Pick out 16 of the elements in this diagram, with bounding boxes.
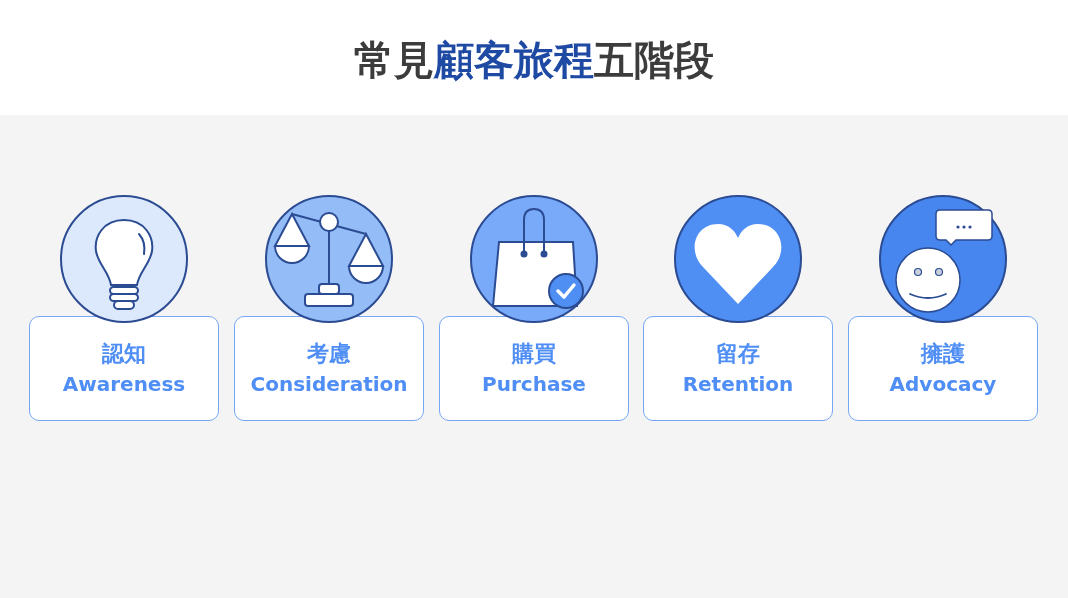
stage-title: 留存 [715, 340, 761, 368]
stage-title: 擁護 [919, 340, 966, 368]
stage-title: 考慮 [306, 340, 352, 368]
stage-subtitle: Consideration [249, 371, 409, 398]
stage-subtitle: Advocacy [888, 371, 998, 398]
stage-subtitle: Purchase [481, 371, 587, 398]
stage-subtitle: Retention [681, 371, 795, 398]
stage-subtitle: Awareness [61, 371, 187, 398]
stage-card [848, 316, 1038, 421]
stage-title: 認知 [101, 340, 147, 368]
stage-card [234, 316, 424, 421]
page-title: 常見顧客旅程五階段 [353, 36, 715, 85]
stage-card [439, 316, 629, 421]
stage-card [643, 316, 833, 421]
stage-card [29, 316, 219, 421]
stage-title: 購買 [510, 340, 557, 368]
